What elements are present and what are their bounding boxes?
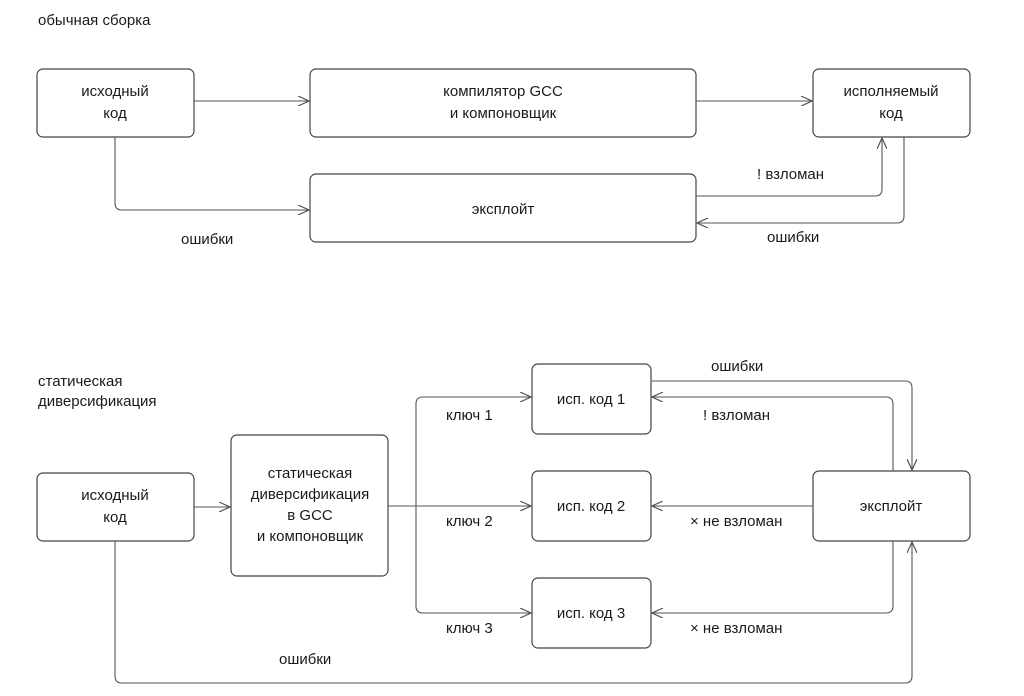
- executable-2-label: исп. код 2: [557, 498, 625, 515]
- arrow-executable-to-exploit: [697, 137, 905, 223]
- arrow-exec1-to-exploit: [651, 380, 912, 470]
- exploit-label-normal: эксплойт: [472, 201, 535, 218]
- source-code-line2: код: [103, 105, 127, 122]
- bugs-label-bottom-static: ошибки: [279, 651, 331, 668]
- not-hacked-label-3: × не взломан: [690, 620, 782, 637]
- compiler-line2: и компоновщик: [450, 105, 557, 122]
- hacked-label-static: ! взломан: [703, 407, 770, 424]
- executable-line1: исполняемый: [844, 83, 939, 100]
- source-code-box-static: [36, 472, 195, 542]
- key-2-label: ключ 2: [446, 513, 493, 530]
- source-code-line1: исходный: [81, 83, 148, 100]
- diversifier-line2: диверсификация: [251, 486, 370, 503]
- exploit-label-static: эксплойт: [860, 498, 923, 515]
- arrow-exploit-to-exec1: [652, 397, 894, 471]
- compiler-box: [309, 68, 697, 138]
- key-1-label: ключ 1: [446, 407, 493, 424]
- arrow-key3-to-exec3: [415, 506, 531, 613]
- diversifier-line1: статическая: [268, 465, 352, 482]
- hacked-label-normal: ! взломан: [757, 166, 824, 183]
- bugs-label-right: ошибки: [767, 229, 819, 246]
- source-code-static-line2: код: [103, 509, 127, 526]
- source-code-static-line1: исходный: [81, 487, 148, 504]
- executable-1-label: исп. код 1: [557, 391, 625, 408]
- exploit-box-normal: [309, 173, 697, 243]
- arrow-source-to-exploit: [114, 137, 309, 210]
- executable-line2: код: [879, 105, 903, 122]
- compiler-line1: компилятор GCC: [443, 83, 563, 100]
- arrow-source-to-exploit-static: [114, 541, 912, 684]
- arrow-key1-to-exec1: [415, 397, 531, 506]
- arrow-exploit-to-executable: [696, 138, 882, 197]
- bugs-label-left: ошибки: [181, 231, 233, 248]
- diversifier-line3: в GCC: [287, 507, 333, 524]
- executable-box: [812, 68, 971, 138]
- arrow-exploit-to-exec3: [652, 541, 894, 613]
- bugs-label-top-static: ошибки: [711, 358, 763, 375]
- not-hacked-label-2: × не взломан: [690, 513, 782, 530]
- source-code-box: [36, 68, 195, 138]
- executable-3-label: исп. код 3: [557, 605, 625, 622]
- key-3-label: ключ 3: [446, 620, 493, 637]
- diversifier-line4: и компоновщик: [257, 528, 364, 545]
- diversifier-box: [230, 434, 389, 577]
- section-title-normal: обычная сборка: [38, 12, 151, 29]
- section-title-static-line1: статическая: [38, 373, 122, 390]
- section-title-static-line2: диверсификация: [38, 393, 157, 410]
